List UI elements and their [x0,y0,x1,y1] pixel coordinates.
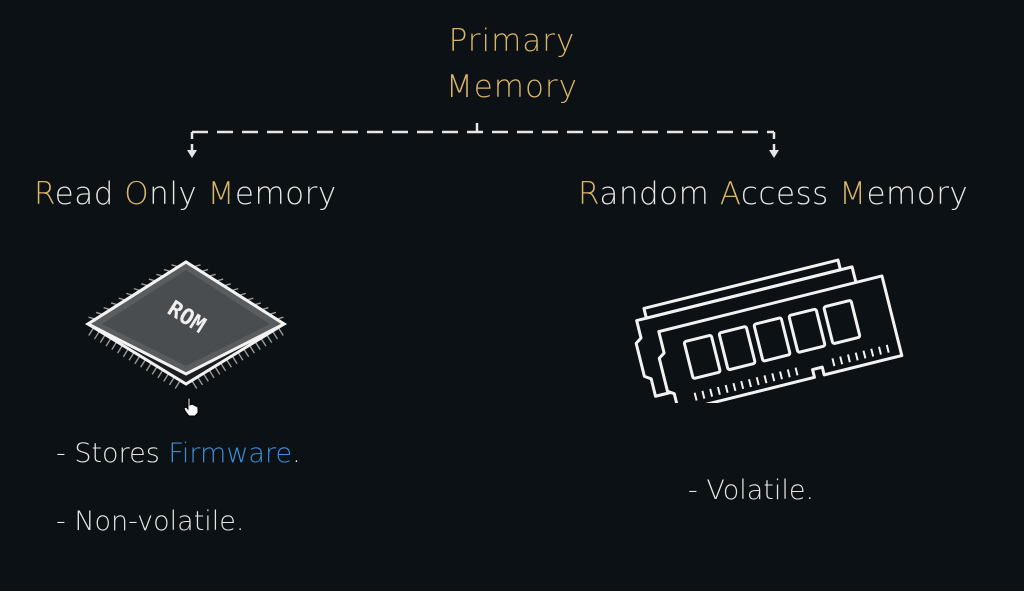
heading-part: M [207,176,235,212]
root-node-title: Primary Memory [0,18,1024,110]
heading-part: nly [149,176,208,212]
heading-part: R [578,176,600,212]
root-title-line-2: Memory [445,69,579,105]
ram-bullet-1-text: - Volatile. [688,475,815,506]
arrowhead-right [769,150,779,158]
ram-heading: Random Access Memory [578,172,968,216]
hand-cursor-icon [183,397,199,417]
heading-part: M [839,176,867,212]
root-title-line-1: Primary [448,23,576,59]
arrowhead-left [187,150,197,158]
rom-heading: Read Only Memory [34,172,337,216]
rom-bullet-1-highlight: Firmware [168,438,293,469]
rom-bullet-1-prefix: - Stores [56,438,169,469]
heading-part: emory [234,176,337,212]
heading-part: ead [54,176,125,212]
rom-bullet-non-volatile: - Non-volatile. [56,504,245,540]
rom-bullet-stores-firmware: - Stores Firmware. [56,436,301,472]
rom-bullet-1-suffix: . [292,438,301,469]
rom-bullet-2-text: - Non-volatile. [56,506,245,537]
rom-chip-icon: ROM [84,260,288,389]
heading-part: O [124,176,150,212]
ram-bullet-volatile: - Volatile. [688,473,814,509]
heading-part: R [34,176,55,212]
heading-part: A [719,176,741,212]
heading-part: ccess [740,176,840,212]
heading-part: andom [599,176,720,212]
heading-part: emory [866,176,969,212]
ram-sticks-icon [634,258,904,403]
